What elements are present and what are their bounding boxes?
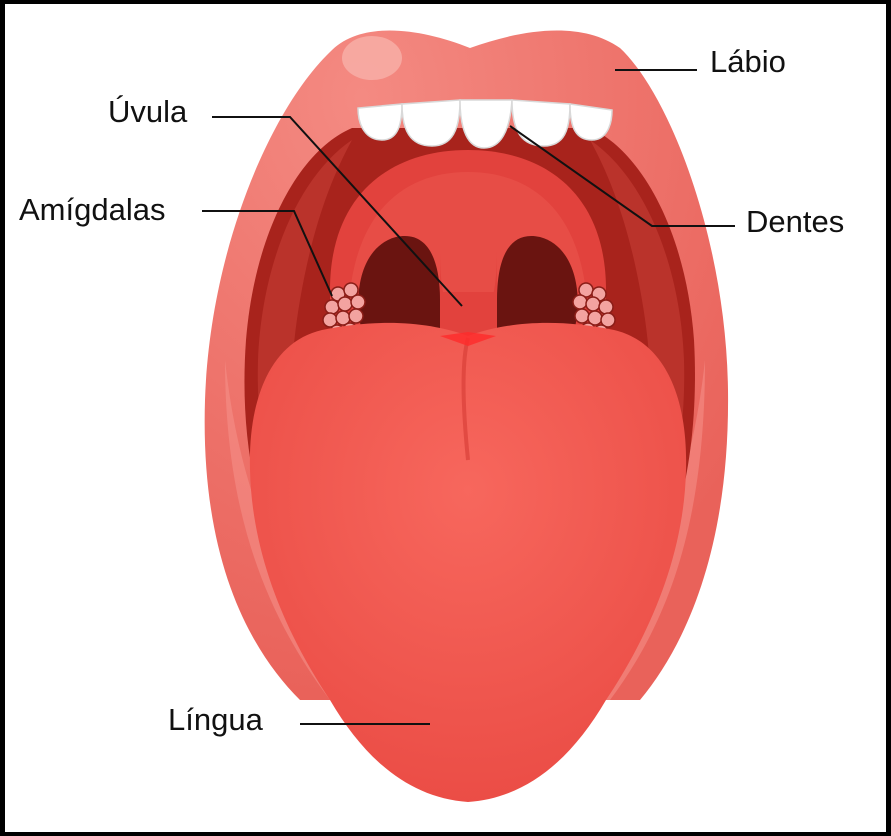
label-amigdalas: Amígdalas: [19, 194, 165, 225]
diagram-canvas: Lábio Úvula Amígdalas Dentes Língua: [5, 4, 886, 832]
label-labio: Lábio: [710, 46, 786, 77]
lip-highlight: [342, 36, 402, 80]
label-dentes: Dentes: [746, 206, 844, 237]
label-lingua: Língua: [168, 704, 263, 735]
tongue: [250, 323, 686, 802]
label-uvula: Úvula: [108, 96, 187, 127]
